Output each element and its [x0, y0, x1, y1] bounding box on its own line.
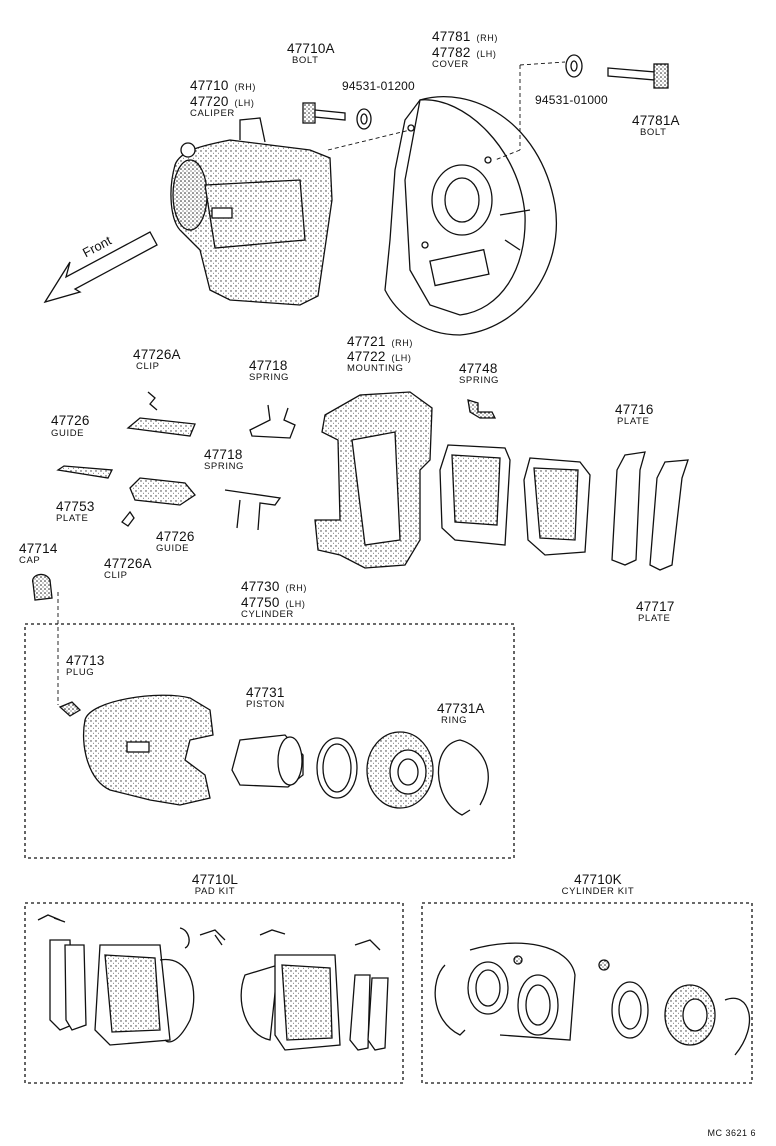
part-name-spring-47748: SPRING [459, 375, 500, 386]
brake-pad-outer-icon [523, 457, 591, 556]
part-number-47726a-lower: 47726A [104, 556, 152, 571]
part-number-47730: 47730(RH) [241, 579, 307, 594]
bolt-47710a-icon [302, 102, 346, 124]
part-name-cylinder-kit: CYLINDER KIT [561, 886, 635, 897]
part-number-47781a: 47781A [632, 113, 680, 128]
part-number-47721: 47721(RH) [347, 334, 413, 349]
part-name-guide-upper: GUIDE [51, 428, 85, 439]
part-name-spring-upper: SPRING [249, 372, 290, 383]
part-number-47710k: 47710K [574, 872, 622, 887]
clip-lower-icon [121, 510, 135, 527]
spring-lower-icon [224, 489, 282, 531]
part-number-47750: 47750(LH) [241, 595, 306, 610]
part-name-piston: PISTON [246, 699, 285, 710]
part-number-47710a: 47710A [287, 41, 335, 56]
part-name-cap: CAP [19, 555, 41, 566]
part-number-94531-01200: 94531-01200 [342, 79, 415, 93]
part-name-plate-47716: PLATE [617, 416, 650, 427]
part-number-47748: 47748 [459, 361, 498, 376]
part-name-bolt-a: BOLT [292, 55, 319, 66]
part-number-47718-lower: 47718 [204, 447, 243, 462]
part-number-47731a: 47731A [437, 701, 485, 716]
clip-upper-icon [147, 391, 158, 411]
washer-01000-icon [565, 54, 583, 78]
part-name-spring-lower: SPRING [204, 461, 245, 472]
boot-icon [366, 731, 434, 809]
part-number-47726-lower: 47726 [156, 529, 195, 544]
part-name-plate-47753: PLATE [56, 513, 89, 524]
pad-kit-parts-illustration [37, 914, 389, 1051]
part-name-ring: RING [441, 715, 468, 726]
part-number-47713: 47713 [66, 653, 105, 668]
part-name-clip-upper: CLIP [136, 361, 160, 372]
part-name-plug: PLUG [66, 667, 95, 678]
spring-47748-icon [467, 399, 497, 419]
part-name-clip-lower: CLIP [104, 570, 128, 581]
cylinder-body-illustration [82, 694, 214, 806]
brake-pad-inner-icon [439, 444, 511, 546]
part-number-47718-upper: 47718 [249, 358, 288, 373]
part-name-caliper: CALIPER [190, 108, 235, 119]
pad-kit-frame [24, 902, 404, 1084]
part-name-cylinder: CYLINDER [241, 609, 294, 620]
part-number-47726a-upper: 47726A [133, 347, 181, 362]
part-number-47710: 47710(RH) [190, 78, 256, 93]
part-number-47781: 47781(RH) [432, 29, 498, 44]
part-number-47717: 47717 [636, 599, 675, 614]
part-number-47782: 47782(LH) [432, 45, 497, 60]
cylinder-kit-parts-illustration [434, 942, 751, 1056]
mounting-illustration [314, 391, 433, 569]
plate-47753-icon [56, 465, 114, 479]
part-number-47720: 47720(LH) [190, 94, 255, 109]
plate-47717-icon [649, 459, 689, 571]
part-number-47710l: 47710L [191, 872, 239, 887]
cover-illustration [384, 96, 557, 336]
part-number-94531-01000: 94531-01000 [535, 93, 608, 107]
part-name-pad-kit: PAD KIT [194, 886, 236, 897]
piston-icon [231, 734, 304, 788]
plate-47716-icon [611, 451, 646, 566]
part-name-cover: COVER [432, 59, 469, 70]
part-number-47714: 47714 [19, 541, 58, 556]
part-number-47722: 47722(LH) [347, 349, 412, 364]
guide-upper-icon [126, 417, 196, 437]
spring-upper-icon [249, 404, 296, 439]
part-number-47716: 47716 [615, 402, 654, 417]
guide-lower-icon [129, 477, 196, 506]
footer-code: MC 3621 6 [707, 1128, 756, 1138]
cylinder-kit-frame [421, 902, 753, 1084]
bolt-47781a-icon [607, 63, 669, 89]
part-name-mounting: MOUNTING [347, 363, 404, 374]
part-number-47753: 47753 [56, 499, 95, 514]
part-name-plate-47717: PLATE [638, 613, 671, 624]
front-arrow-icon [43, 231, 158, 304]
part-number-47726-upper: 47726 [51, 413, 90, 428]
part-number-47731: 47731 [246, 685, 285, 700]
plug-icon [58, 701, 82, 717]
part-name-guide-lower: GUIDE [156, 543, 190, 554]
seal-ring-icon [316, 737, 358, 799]
cylinder-group-frame [24, 623, 515, 859]
part-name-bolt-b: BOLT [640, 127, 667, 138]
washer-01200-icon [356, 108, 372, 130]
retaining-ring-icon [437, 739, 489, 816]
cap-icon [32, 573, 53, 601]
caliper-illustration [170, 117, 333, 306]
